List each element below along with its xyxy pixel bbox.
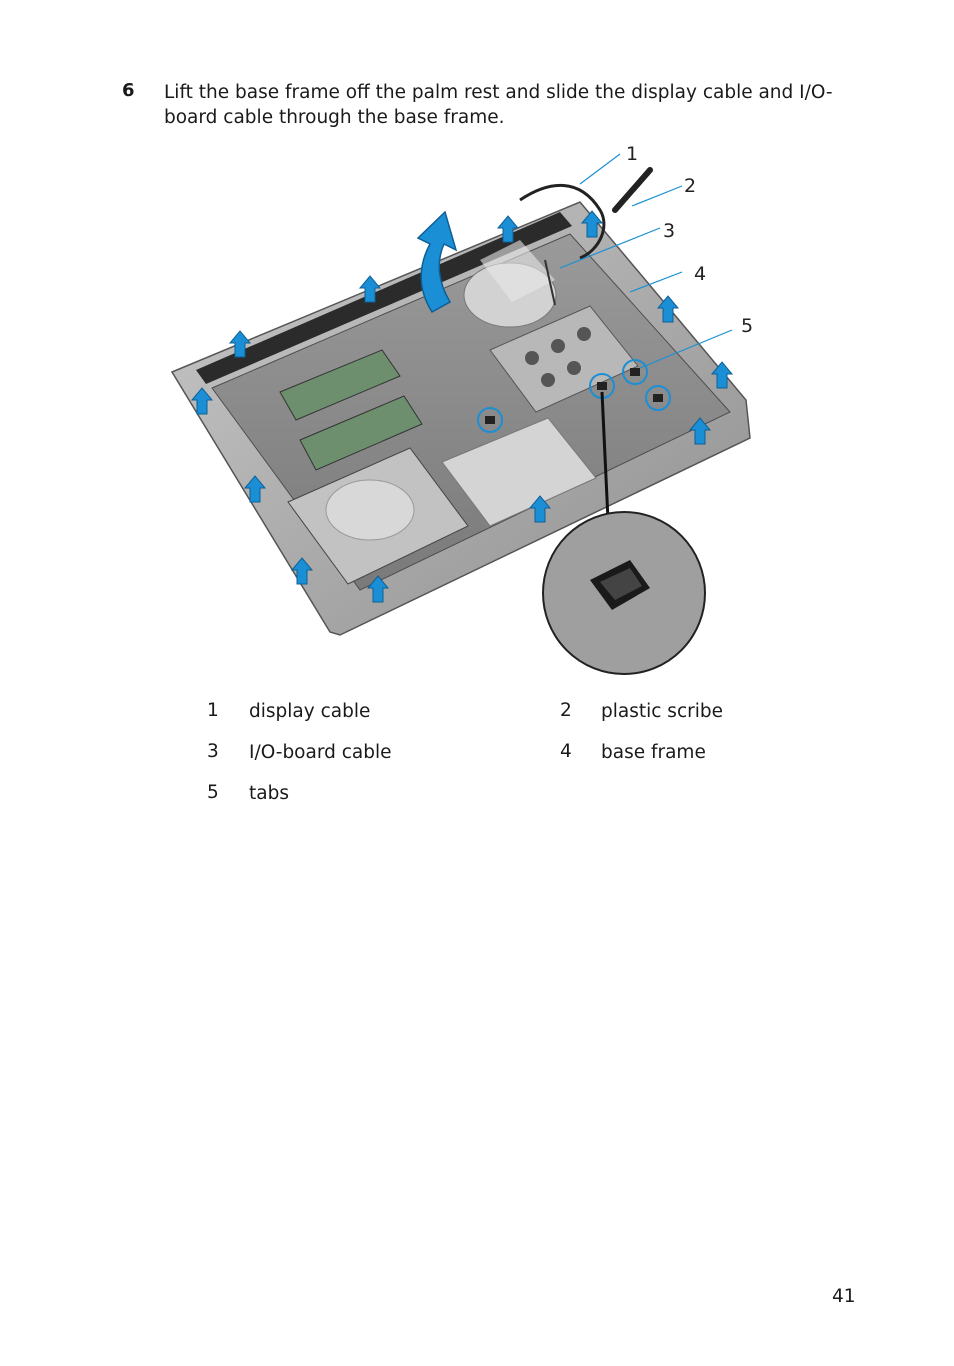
callout-5: 5: [741, 315, 753, 337]
step-number: 6: [122, 80, 135, 101]
tab-circle: [477, 407, 503, 433]
page-number: 41: [832, 1286, 856, 1307]
display-cable: [519, 183, 606, 260]
callout-1: 1: [626, 143, 638, 165]
tab-circle: [622, 359, 648, 385]
legend-num: 4: [560, 741, 572, 762]
base-frame-illustration: 1 2 3 4 5: [170, 143, 753, 675]
legend-num: 2: [560, 700, 572, 721]
legend-label: display cable: [249, 701, 371, 722]
lift-arrow: [416, 210, 458, 313]
legend-label: I/O-board cable: [249, 742, 392, 763]
legend-label: plastic scribe: [601, 701, 723, 722]
plastic-scribe: [612, 167, 653, 213]
legend-num: 5: [207, 782, 219, 803]
callout-2: 2: [684, 175, 696, 197]
legend-label: base frame: [601, 742, 706, 763]
legend-num: 1: [207, 700, 219, 721]
callout-3: 3: [663, 220, 675, 242]
callout-4: 4: [694, 263, 706, 285]
step-text: Lift the base frame off the palm rest an…: [164, 82, 833, 128]
legend-label: tabs: [249, 783, 289, 804]
legend-num: 3: [207, 741, 219, 762]
tab-circle: [645, 385, 671, 411]
